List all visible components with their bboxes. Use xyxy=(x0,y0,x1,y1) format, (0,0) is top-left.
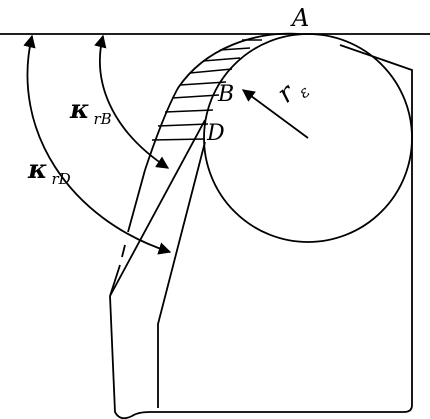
flank-line-solid-lower xyxy=(109,264,121,297)
angle-rd-arc xyxy=(23,34,172,255)
tool-inner-edge xyxy=(157,141,206,408)
nose-radius-arrow xyxy=(241,89,309,139)
angle-rd-label: κ rD xyxy=(27,155,71,188)
tool-body-outline xyxy=(109,44,413,419)
point-b-label: B xyxy=(217,82,234,107)
angle-rb-arc xyxy=(94,34,170,169)
point-d-label: D xyxy=(206,121,225,146)
nose-radius-circle xyxy=(203,33,413,243)
flank-line-solid-upper xyxy=(127,169,146,233)
nose-radius-label: r ε xyxy=(272,70,313,113)
point-a-label: A xyxy=(290,4,309,32)
flank-line-dash xyxy=(121,244,126,258)
edge-line-d xyxy=(109,119,206,297)
angle-rb-label: κ rB xyxy=(69,95,112,128)
